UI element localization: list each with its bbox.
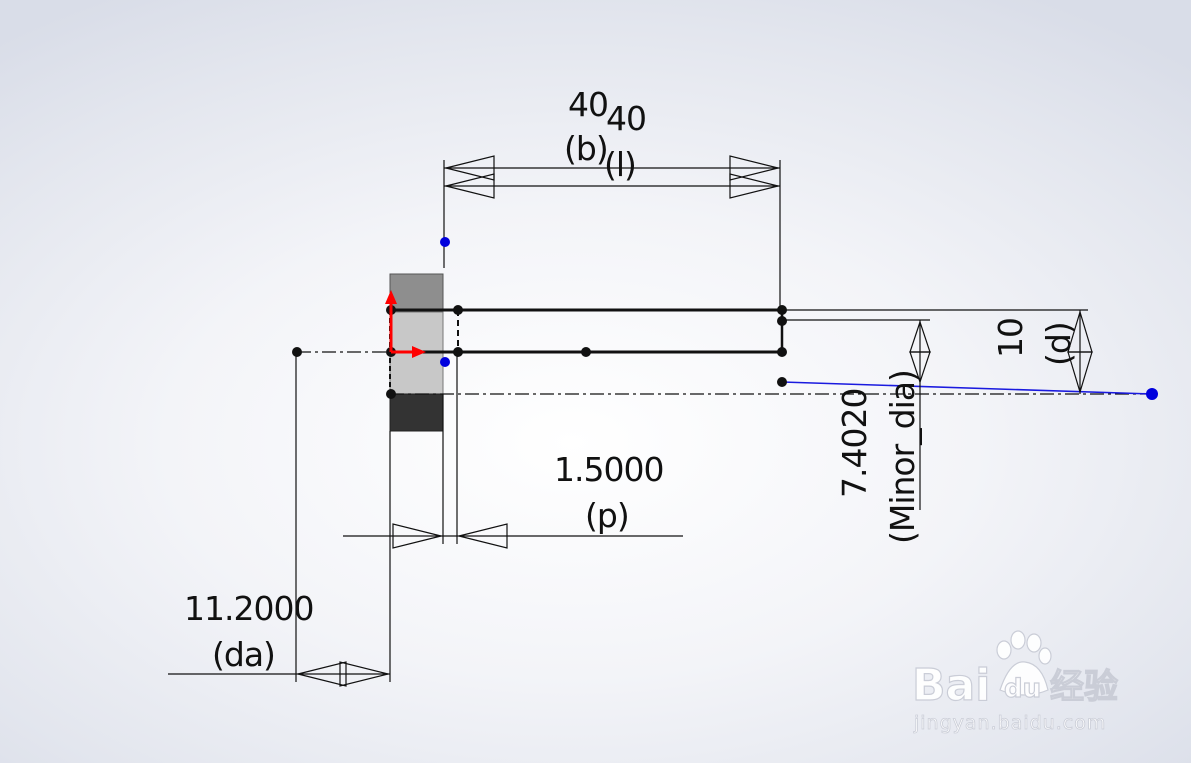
selected-point[interactable] bbox=[440, 357, 450, 367]
selected-point[interactable] bbox=[1146, 388, 1158, 400]
sketch-point[interactable] bbox=[453, 347, 463, 357]
dimension-pitch[interactable] bbox=[343, 352, 683, 549]
construction-line-blue[interactable] bbox=[781, 381, 1153, 395]
sketch-point[interactable] bbox=[581, 347, 591, 357]
dim-p-value[interactable]: 1.5000 bbox=[554, 450, 664, 489]
dim-l-label[interactable]: (l) bbox=[604, 145, 637, 184]
paw-icon bbox=[996, 630, 1052, 696]
part-upper-face[interactable] bbox=[389, 273, 444, 313]
sketch-point[interactable] bbox=[777, 316, 787, 326]
dim-minor-dia-value[interactable]: 7.4020 bbox=[835, 389, 874, 498]
dim-minor-dia-label[interactable]: (Minor_dia) bbox=[883, 370, 922, 544]
part-lower-face[interactable] bbox=[389, 393, 444, 432]
sketch-point[interactable] bbox=[777, 305, 787, 315]
dimension-da[interactable] bbox=[168, 352, 391, 687]
dim-b-value[interactable]: 40 bbox=[568, 85, 609, 124]
selected-points[interactable] bbox=[440, 237, 1158, 400]
dimension-length[interactable] bbox=[443, 155, 781, 308]
sketch-points[interactable] bbox=[292, 305, 787, 399]
dim-da-label[interactable]: (da) bbox=[212, 635, 276, 674]
dim-b-label[interactable]: (b) bbox=[564, 129, 609, 168]
sketch-point[interactable] bbox=[777, 347, 787, 357]
dim-da-value[interactable]: 11.2000 bbox=[184, 589, 314, 628]
origin-indicator[interactable] bbox=[385, 290, 426, 358]
dim-l-value[interactable]: 40 bbox=[606, 99, 647, 138]
dim-d-value[interactable]: 10 bbox=[991, 318, 1030, 358]
dimension-minor-dia[interactable] bbox=[782, 319, 931, 510]
dim-p-label[interactable]: (p) bbox=[585, 496, 630, 535]
sketch-point[interactable] bbox=[453, 305, 463, 315]
watermark-brand-left: Bai bbox=[912, 660, 990, 711]
selected-point[interactable] bbox=[440, 237, 450, 247]
sketch-point[interactable] bbox=[777, 377, 787, 387]
dimension-d[interactable] bbox=[782, 309, 1093, 395]
watermark-brand-right: du bbox=[1004, 674, 1041, 704]
watermark-product: 经验 bbox=[1050, 667, 1118, 707]
baidu-watermark: Bai du 经验 jingyan.baidu.com bbox=[911, 630, 1119, 734]
sketch-point[interactable] bbox=[292, 347, 302, 357]
sketch-point[interactable] bbox=[386, 389, 396, 399]
dim-d-label[interactable]: (d) bbox=[1039, 322, 1078, 366]
watermark-url: jingyan.baidu.com bbox=[913, 712, 1106, 734]
